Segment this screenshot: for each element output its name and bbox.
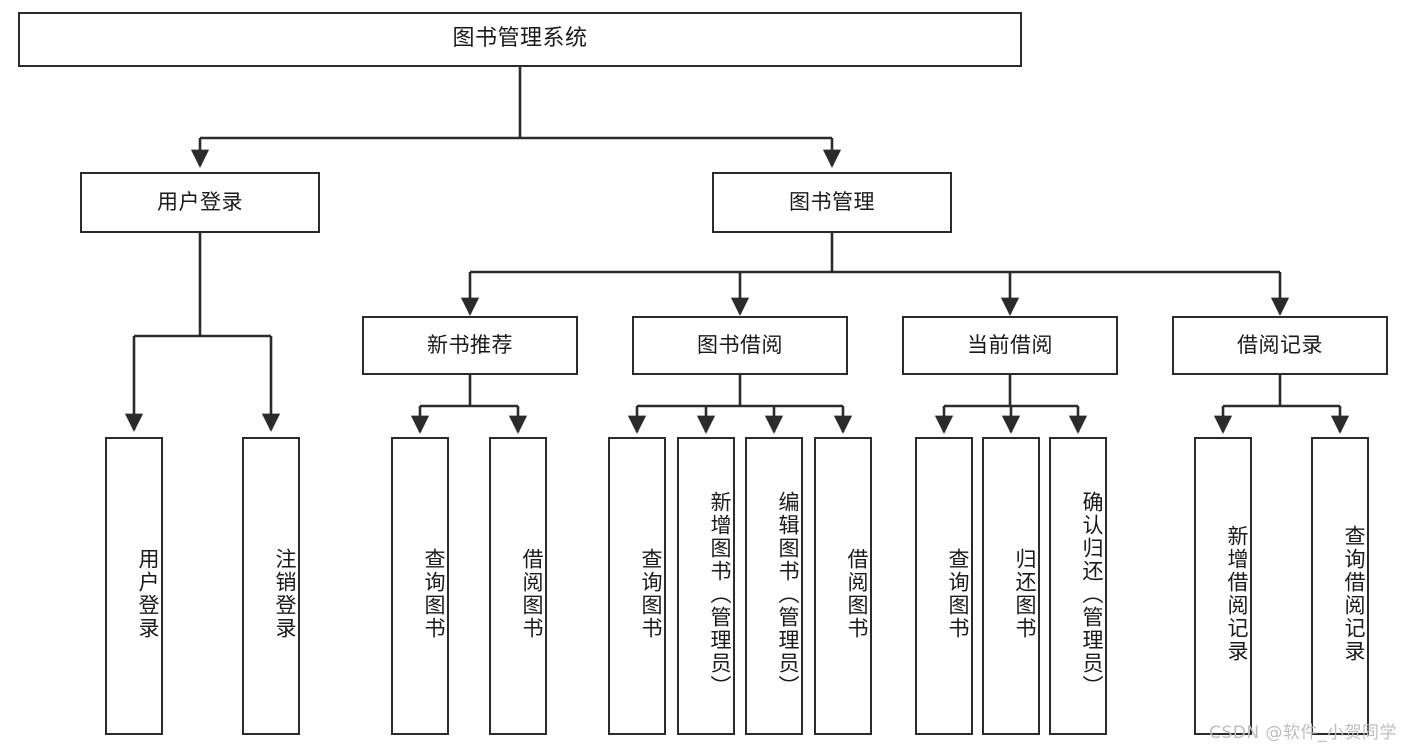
- leaf-borrow-borrow-book[interactable]: 借阅图书: [814, 437, 872, 735]
- node-new-book-recommend[interactable]: 新书推荐: [362, 316, 578, 375]
- leaf-record-add-record[interactable]: 新增借阅记录: [1194, 437, 1252, 735]
- node-label: 查询图书: [639, 548, 663, 640]
- node-root-system[interactable]: 图书管理系统: [18, 12, 1022, 67]
- node-label: 新增图书（管理员）: [708, 490, 732, 698]
- leaf-user-login[interactable]: 用户登录: [105, 437, 163, 735]
- node-label: 图书管理系统: [452, 26, 588, 52]
- leaf-user-logout[interactable]: 注销登录: [242, 437, 300, 735]
- node-label: 查询借阅记录: [1342, 525, 1366, 663]
- node-label: 借阅图书: [520, 548, 544, 640]
- watermark-text: CSDN @软件_小贺同学: [1209, 723, 1397, 743]
- leaf-current-return-book[interactable]: 归还图书: [982, 437, 1040, 735]
- node-user-login[interactable]: 用户登录: [80, 172, 320, 233]
- leaf-borrow-edit-book-admin[interactable]: 编辑图书（管理员）: [745, 437, 803, 735]
- node-book-borrow[interactable]: 图书借阅: [632, 316, 848, 375]
- leaf-current-query-book[interactable]: 查询图书: [915, 437, 973, 735]
- node-label: 图书管理: [789, 189, 875, 214]
- node-current-borrow[interactable]: 当前借阅: [902, 316, 1118, 375]
- node-label: 注销登录: [273, 548, 297, 640]
- node-label: 图书借阅: [697, 332, 783, 357]
- leaf-newbook-borrow-book[interactable]: 借阅图书: [489, 437, 547, 735]
- node-label: 当前借阅: [967, 332, 1053, 357]
- node-borrow-record[interactable]: 借阅记录: [1172, 316, 1388, 375]
- leaf-borrow-query-book[interactable]: 查询图书: [608, 437, 666, 735]
- leaf-current-confirm-return-admin[interactable]: 确认归还（管理员）: [1049, 437, 1107, 735]
- node-book-management[interactable]: 图书管理: [712, 172, 952, 233]
- leaf-newbook-query-book[interactable]: 查询图书: [391, 437, 449, 735]
- node-label: 归还图书: [1013, 548, 1037, 640]
- node-label: 编辑图书（管理员）: [776, 490, 800, 698]
- node-label: 用户登录: [136, 548, 160, 640]
- leaf-borrow-add-book-admin[interactable]: 新增图书（管理员）: [677, 437, 735, 735]
- node-label: 借阅记录: [1237, 332, 1323, 357]
- node-label: 借阅图书: [845, 548, 869, 640]
- node-label: 查询图书: [946, 548, 970, 640]
- leaf-record-query-record[interactable]: 查询借阅记录: [1311, 437, 1369, 735]
- node-label: 新增借阅记录: [1225, 525, 1249, 663]
- node-label: 用户登录: [157, 189, 243, 214]
- node-label: 新书推荐: [427, 332, 513, 357]
- node-label: 确认归还（管理员）: [1080, 490, 1104, 698]
- node-label: 查询图书: [422, 548, 446, 640]
